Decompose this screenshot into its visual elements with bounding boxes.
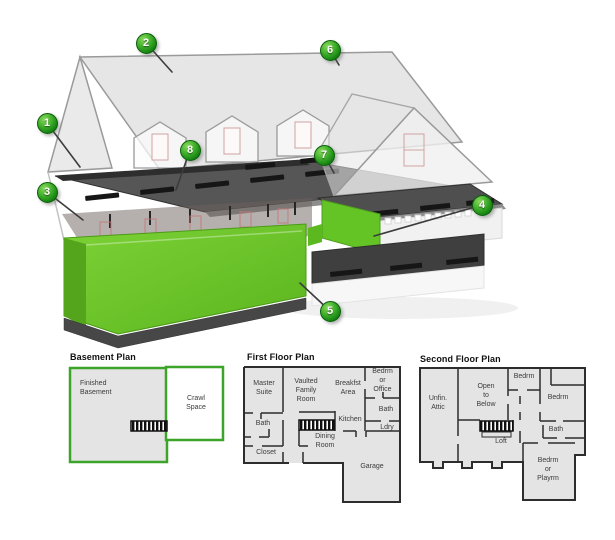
- room-label-bedrm-1: Bedrm: [513, 373, 535, 380]
- room-label-open-to-below: Open to Below: [476, 383, 496, 408]
- room-label-bath-1: Bath: [255, 420, 271, 427]
- room-label-bath-2: Bath: [378, 406, 394, 413]
- stairs-icon-second-floor: [479, 420, 514, 438]
- callout-badge-7[interactable]: 7: [313, 144, 335, 166]
- room-label-ldry: Ldry: [380, 424, 394, 431]
- basement-plan: [68, 365, 225, 464]
- callout-badge-3[interactable]: 3: [36, 181, 58, 203]
- room-label-crawl-space: Crawl Space: [186, 395, 206, 411]
- basement-plan-title: Basement Plan: [70, 352, 136, 362]
- garage-wing-roof: [317, 93, 494, 198]
- first-floor-plan-title: First Floor Plan: [247, 352, 315, 362]
- room-label-dining-room: Dining Room: [315, 433, 335, 449]
- garage-wing: [308, 183, 506, 307]
- callout-badge-1[interactable]: 1: [36, 112, 58, 134]
- room-label-kitchen: Kitchen: [338, 416, 362, 423]
- room-label-bedrm-2: Bedrm: [547, 394, 569, 401]
- room-label-unfin-attic: Unfin. Attic: [428, 395, 448, 411]
- room-label-bath: Bath: [548, 426, 564, 433]
- stairs-icon-basement: [130, 420, 168, 432]
- stairs-icon-first-floor: [298, 419, 335, 431]
- room-label-garage: Garage: [360, 463, 384, 470]
- callout-badge-5[interactable]: 5: [319, 300, 341, 322]
- room-label-loft: Loft: [495, 438, 507, 445]
- second-floor-plan-title: Second Floor Plan: [420, 354, 501, 364]
- second-floor-plan: [419, 367, 586, 501]
- room-label-bedrm-or-office: Bedrm or Office: [372, 368, 393, 393]
- first-floor-plan: [243, 366, 401, 503]
- leader-line-4: [373, 204, 483, 237]
- callout-badge-6[interactable]: 6: [319, 39, 341, 61]
- room-label-breakfast-area: Breakfst Area: [335, 380, 361, 396]
- foundation-slab: [63, 297, 307, 349]
- room-label-bedrm-or-playrm: Bedrm or Playrm: [537, 457, 559, 482]
- room-label-vaulted-family-room: Vaulted Family Room: [294, 378, 318, 403]
- callout-badge-8[interactable]: 8: [179, 139, 201, 161]
- basement-highlight: [63, 223, 307, 335]
- callout-badge-2[interactable]: 2: [135, 32, 157, 54]
- room-label-master-suite: Master Suite: [253, 380, 275, 396]
- room-label-closet: Closet: [256, 449, 276, 456]
- room-label-finished-basement: Finished Basement: [80, 380, 112, 396]
- dormer-2: [205, 115, 259, 163]
- callout-badge-4[interactable]: 4: [471, 194, 493, 216]
